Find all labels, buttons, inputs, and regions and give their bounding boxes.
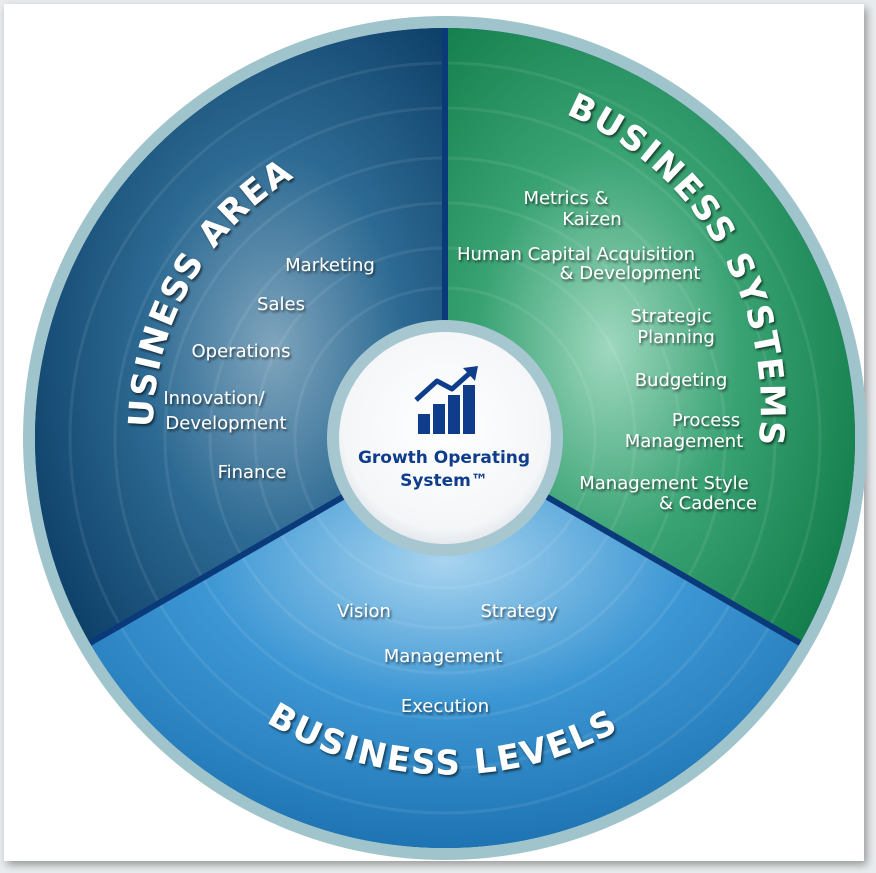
levels-item-management: Management	[384, 646, 503, 667]
rising-bar-chart-icon	[414, 366, 478, 434]
systems-item-kaizen: Kaizen	[562, 209, 621, 230]
systems-item-budgeting: Budgeting	[635, 370, 728, 391]
systems-item-management: Management	[625, 431, 744, 452]
center-title-line2: System™	[400, 471, 488, 491]
systems-item-management-style: Management Style	[579, 473, 749, 494]
center-title-line1: Growth Operating	[358, 448, 530, 468]
areas-item-development: Development	[165, 413, 286, 434]
levels-item-vision: Vision	[337, 601, 391, 622]
systems-item-development: & Development	[560, 263, 701, 284]
systems-item-cadence: & Cadence	[659, 493, 757, 514]
areas-item-finance: Finance	[218, 462, 287, 483]
levels-item-strategy: Strategy	[480, 601, 557, 622]
areas-item-marketing: Marketing	[285, 255, 375, 276]
systems-item-metrics: Metrics &	[523, 188, 608, 209]
areas-item-operations: Operations	[192, 341, 291, 362]
systems-item-human-capital: Human Capital Acquisition	[457, 244, 695, 265]
systems-item-process: Process	[672, 410, 740, 431]
levels-item-execution: Execution	[401, 696, 489, 717]
center-disc	[339, 332, 551, 544]
areas-item-sales: Sales	[257, 294, 305, 315]
systems-item-planning: Planning	[637, 327, 715, 348]
areas-item-innovation: Innovation/	[163, 388, 265, 409]
systems-item-strategic: Strategic	[630, 306, 711, 327]
